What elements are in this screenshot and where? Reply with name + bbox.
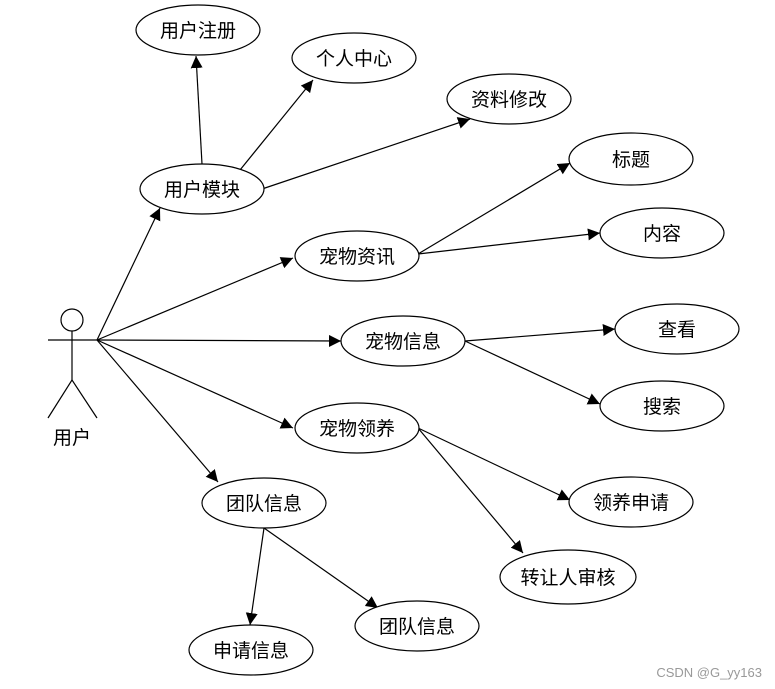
use-case-team-info: 团队信息 <box>201 477 327 529</box>
edge-pet-news-title <box>417 162 571 255</box>
actor-head <box>60 308 84 332</box>
actor-label: 用户 <box>53 427 91 449</box>
use-case-profile-edit: 资料修改 <box>446 73 572 125</box>
use-case-title: 标题 <box>568 132 694 186</box>
edge-user-module-profile <box>261 117 471 190</box>
use-case-label: 转让人审核 <box>520 567 615 589</box>
use-case-label: 宠物资讯 <box>319 246 395 268</box>
use-case-label: 标题 <box>612 149 650 171</box>
use-case-apply-info: 申请信息 <box>188 624 314 676</box>
use-case-user-register: 用户注册 <box>135 4 261 56</box>
edge-adoption-apply <box>417 427 571 501</box>
use-case-label: 搜索 <box>643 396 681 418</box>
edge-pet-info-search <box>464 340 601 405</box>
edge-actor-user-module <box>96 207 161 341</box>
use-case-label: 查看 <box>658 319 696 341</box>
use-case-search: 搜索 <box>599 380 725 432</box>
actor-user: 用户 <box>47 308 98 449</box>
use-case-label: 个人中心 <box>316 48 392 70</box>
use-case-label: 内容 <box>643 223 681 245</box>
use-case-transferor-review: 转让人审核 <box>499 549 637 605</box>
edge-actor-pet-news <box>96 257 294 341</box>
use-case-label: 团队信息 <box>379 616 455 638</box>
edge-team-team-info <box>263 527 379 609</box>
use-case-label: 用户模块 <box>164 179 240 201</box>
edge-pet-info-view <box>464 323 616 342</box>
use-case-pet-info: 宠物信息 <box>340 315 466 367</box>
watermark: CSDN @G_yy163 <box>656 665 762 680</box>
use-case-content: 内容 <box>599 207 725 259</box>
use-case-pet-news: 宠物资讯 <box>294 230 420 282</box>
use-case-view: 查看 <box>614 303 740 355</box>
edge-user-module-personal <box>239 79 314 171</box>
use-case-label: 用户注册 <box>160 20 236 42</box>
edge-actor-pet-info <box>96 334 342 347</box>
use-case-label: 宠物领养 <box>319 418 395 440</box>
use-case-label: 宠物信息 <box>365 331 441 353</box>
edge-adoption-review <box>417 427 524 554</box>
edge-actor-pet-adoption <box>96 339 294 429</box>
use-case-personal-center: 个人中心 <box>291 32 417 84</box>
edge-pet-news-content <box>417 228 601 255</box>
edge-user-module-register <box>190 55 203 165</box>
use-case-label: 团队信息 <box>226 493 302 515</box>
use-case-pet-adoption: 宠物领养 <box>294 402 420 454</box>
use-case-label: 申请信息 <box>213 640 289 662</box>
edges <box>96 55 616 626</box>
use-case-adoption-apply: 领养申请 <box>568 476 694 528</box>
use-case-label: 资料修改 <box>471 89 547 111</box>
edge-actor-team-info <box>96 339 219 483</box>
use-case-label: 领养申请 <box>593 492 669 514</box>
use-case-team-info-sub: 团队信息 <box>354 600 480 652</box>
edge-team-apply-info <box>245 527 265 626</box>
use-case-user-module: 用户模块 <box>139 163 265 215</box>
